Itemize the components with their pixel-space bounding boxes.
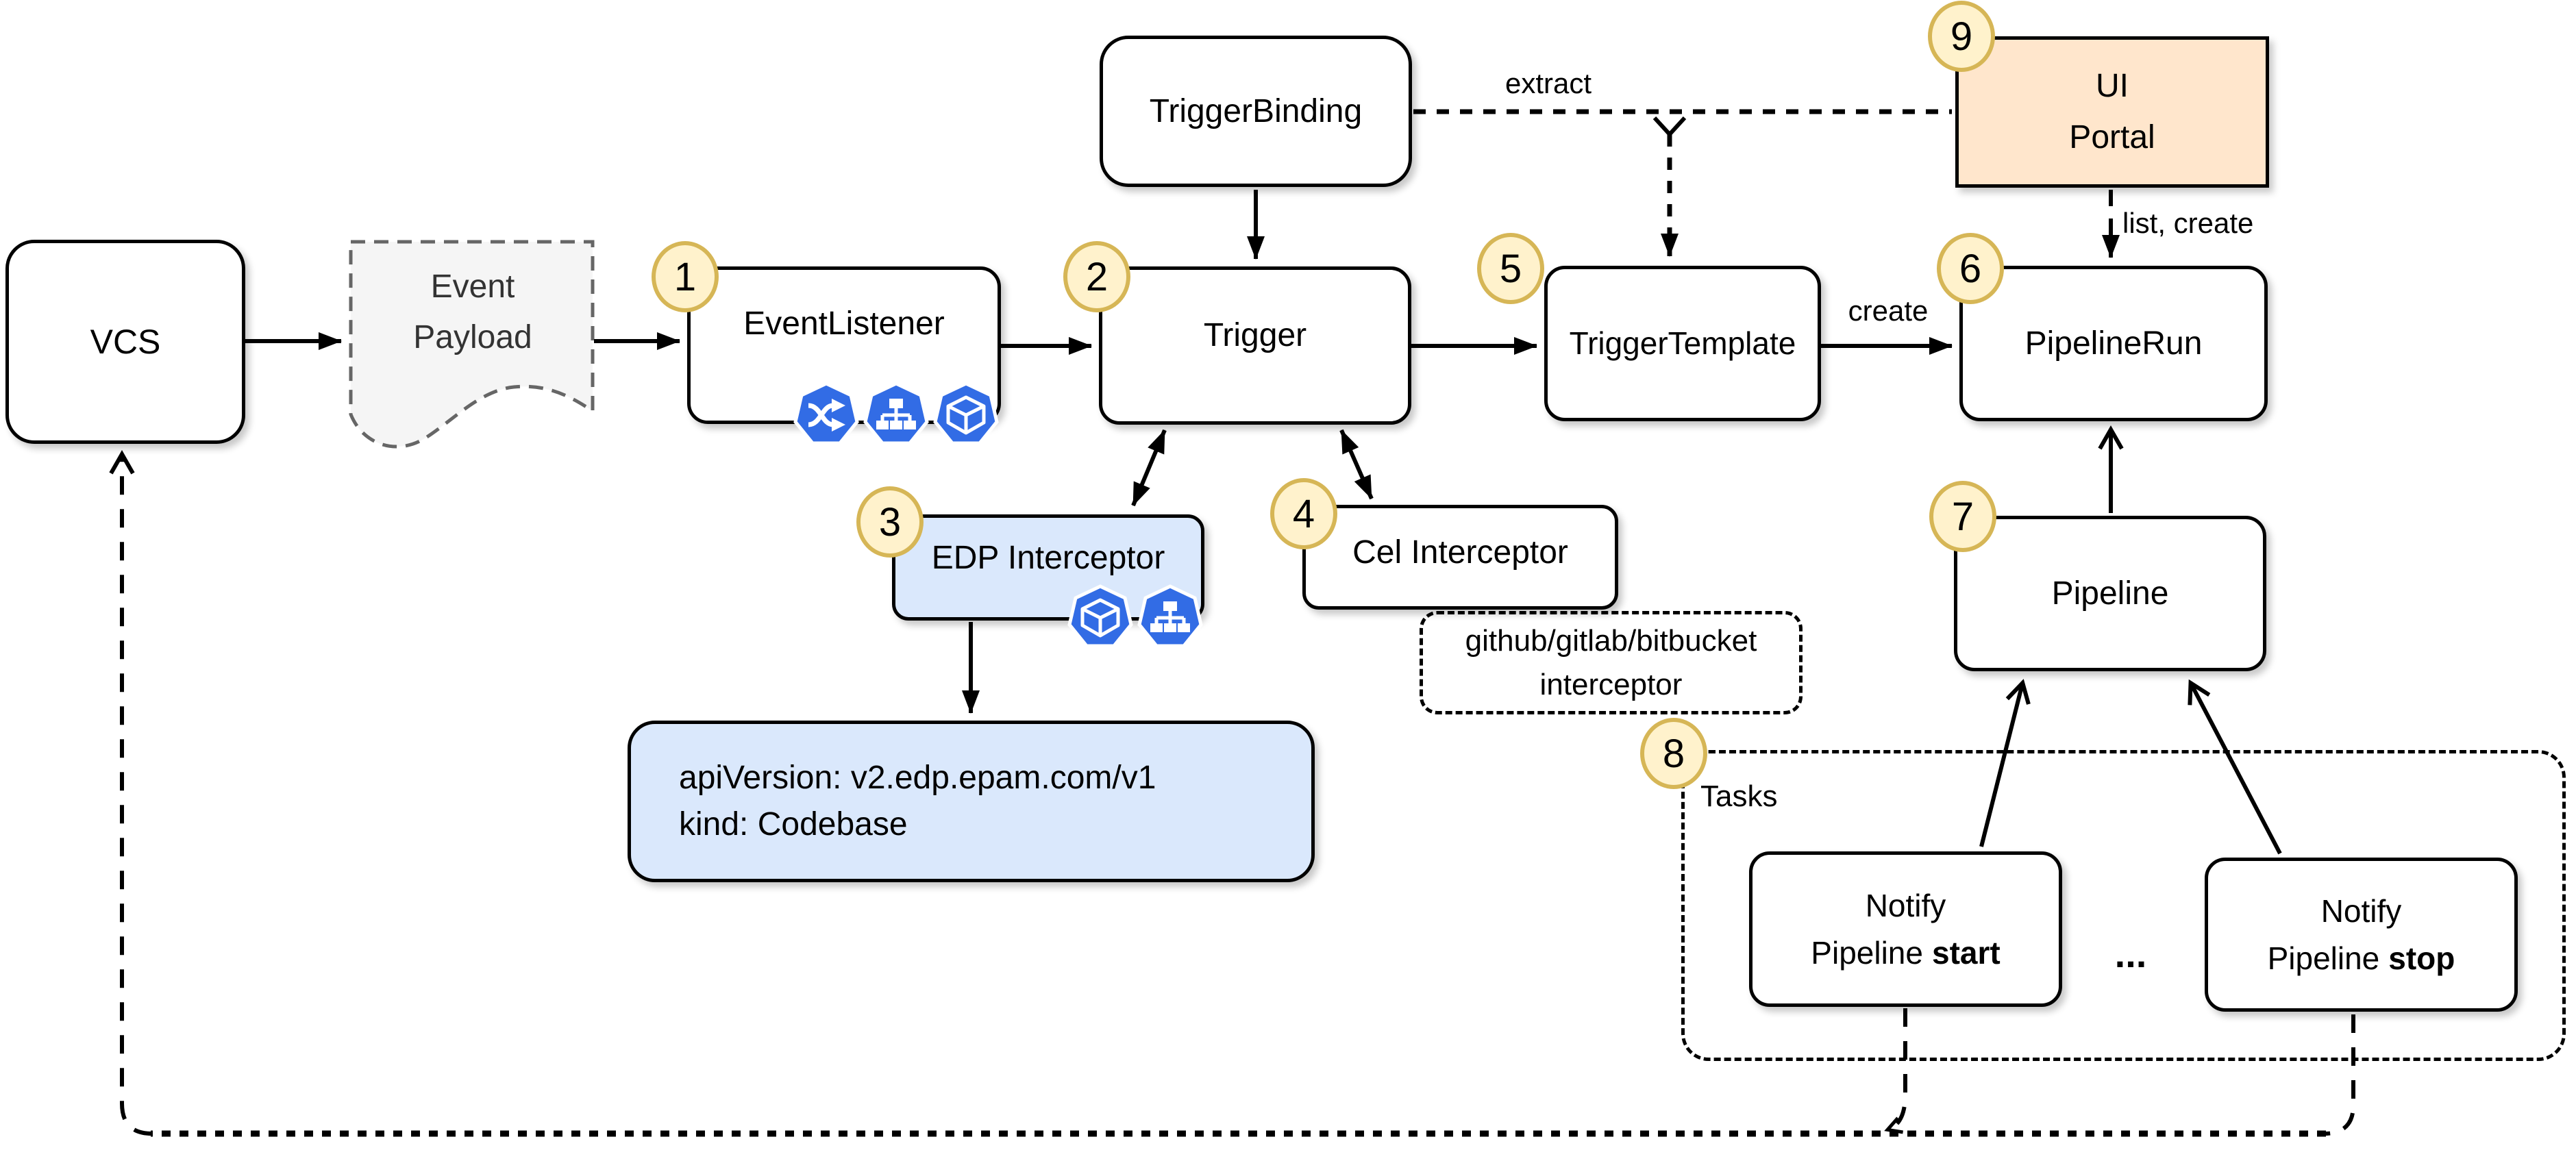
badge-9-ui-portal: 9 — [1928, 1, 1995, 72]
node-event-payload-label: Event Payload — [356, 262, 589, 364]
tasks-group-label: Tasks — [1700, 779, 1778, 813]
ellipsis-label: ... — [2114, 932, 2147, 975]
badge-1-event-listener: 1 — [652, 241, 719, 312]
node-trigger-binding: TriggerBinding — [1100, 36, 1412, 187]
node-trigger-template: TriggerTemplate — [1544, 266, 1821, 421]
edp-interceptor-label: EDP Interceptor — [931, 539, 1165, 576]
node-trigger: Trigger — [1099, 266, 1411, 425]
trigger-binding-label: TriggerBinding — [1149, 92, 1363, 129]
tasks-group-container — [1681, 750, 2566, 1061]
edge-label-extract: extract — [1504, 67, 1592, 99]
github-interceptor-line2: interceptor — [1539, 667, 1683, 701]
ui-portal-line1: UI — [2096, 68, 2129, 105]
badge-2-trigger: 2 — [1063, 241, 1130, 312]
notify-start-line2-bold: start — [1931, 934, 2001, 971]
codebase-line1: apiVersion: v2.edp.epam.com/v1 — [679, 759, 1156, 796]
edge-label-list-create: list, create — [2122, 207, 2254, 239]
node-vcs: VCS — [5, 240, 245, 444]
badge-8-tasks: 8 — [1640, 718, 1707, 789]
event-payload-wave-shape — [349, 240, 595, 449]
badge-4-cel-interceptor: 4 — [1270, 478, 1337, 549]
trigger-template-label: TriggerTemplate — [1569, 325, 1796, 362]
notify-start-line1: Notify — [1865, 887, 1946, 923]
node-ui-portal: UI Portal — [1955, 36, 2269, 188]
node-edp-interceptor: EDP Interceptor — [892, 514, 1204, 621]
github-interceptor-line1: github/gitlab/bitbucket — [1465, 623, 1757, 658]
badge-3-edp-interceptor: 3 — [856, 486, 924, 558]
notify-stop-line2-prefix: Pipeline — [2267, 940, 2380, 976]
event-listener-label: EventListener — [743, 305, 945, 342]
pipeline-run-label: PipelineRun — [2024, 325, 2203, 362]
badge-7-pipeline: 7 — [1929, 481, 1996, 552]
node-codebase-yaml: apiVersion: v2.edp.epam.com/v1 kind: Cod… — [628, 721, 1315, 882]
node-pipeline-run: PipelineRun — [1959, 266, 2268, 421]
pipeline-label: Pipeline — [2051, 575, 2169, 612]
node-cel-interceptor: Cel Interceptor — [1302, 505, 1618, 610]
event-payload-line1: Event — [430, 269, 515, 305]
notify-stop-line2-bold: stop — [2388, 940, 2455, 976]
notify-stop-line1: Notify — [2320, 892, 2402, 929]
cel-interceptor-label: Cel Interceptor — [1352, 534, 1568, 571]
trigger-label: Trigger — [1203, 316, 1307, 353]
edge-label-create: create — [1848, 295, 1929, 327]
event-payload-line2: Payload — [413, 319, 532, 356]
node-pipeline: Pipeline — [1954, 516, 2266, 671]
badge-6-pipeline-run: 6 — [1937, 233, 2004, 304]
badge-5-trigger-template: 5 — [1477, 233, 1544, 304]
vcs-label: VCS — [90, 323, 161, 361]
node-github-interceptor: github/gitlab/bitbucket interceptor — [1420, 611, 1803, 714]
notify-start-line2-prefix: Pipeline — [1811, 934, 1923, 971]
codebase-line2: kind: Codebase — [679, 806, 908, 842]
node-event-listener: EventListener — [687, 266, 1001, 424]
ui-portal-line2: Portal — [2069, 118, 2155, 155]
